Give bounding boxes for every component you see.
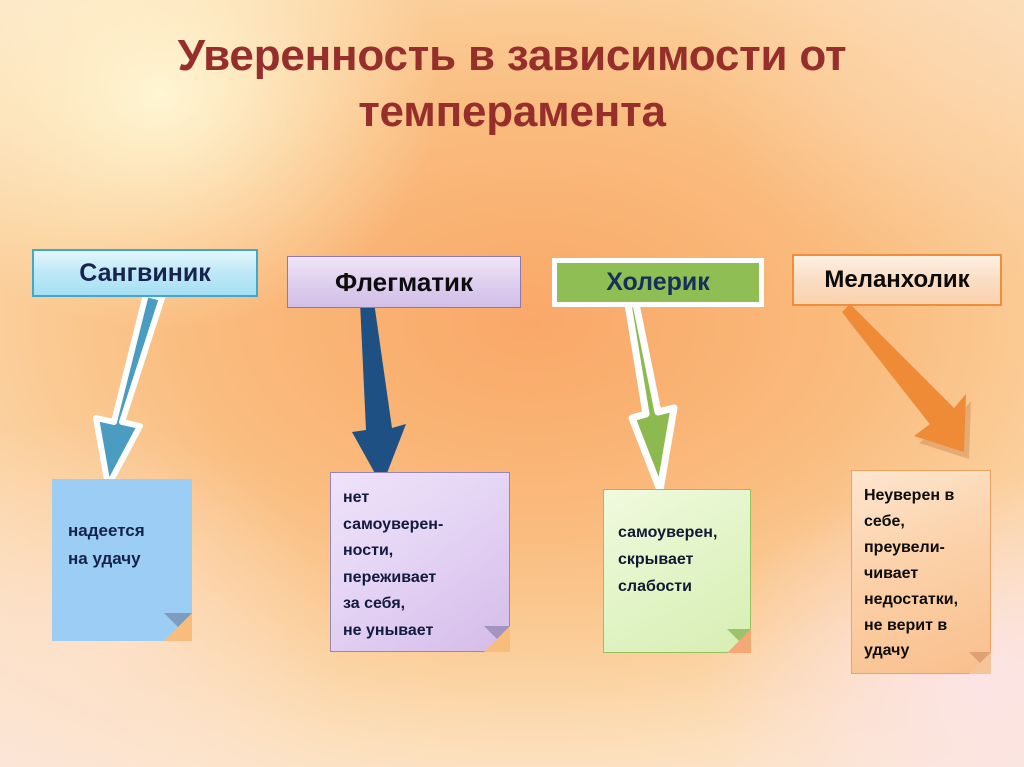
note-fold-corner-phlegmatic	[484, 626, 510, 652]
note-card-sanguine[interactable]: надеется на удачу	[52, 479, 192, 641]
note-fold-corner-sanguine	[164, 613, 192, 641]
arrow-down-phlegmatic-icon	[352, 302, 406, 486]
category-label-choleric: Холерик	[606, 268, 710, 296]
note-card-choleric[interactable]: самоуверен, скрывает слабости	[603, 489, 751, 653]
note-card-phlegmatic[interactable]: нет самоуверен- ности, переживает за себ…	[330, 472, 510, 652]
arrow-down-melancholic-icon	[842, 304, 971, 459]
note-fold-corner-melancholic	[969, 652, 991, 674]
category-box-sanguine[interactable]: Сангвиник	[32, 249, 258, 297]
slide-title: Уверенность в зависимости от темперамент…	[177, 31, 847, 137]
arrow-down-choleric-icon	[624, 300, 678, 494]
note-card-melancholic[interactable]: Неуверен в себе, преувели- чивает недост…	[851, 470, 991, 674]
category-label-sanguine: Сангвиник	[79, 258, 211, 287]
category-box-melancholic[interactable]: Меланхолик	[792, 254, 1002, 306]
note-text-phlegmatic: нет самоуверен- ности, переживает за себ…	[330, 472, 510, 652]
note-fold-corner-choleric	[727, 629, 751, 653]
arrow-down-sanguine-icon	[93, 292, 165, 489]
category-label-melancholic: Меланхолик	[824, 266, 970, 293]
category-box-phlegmatic[interactable]: Флегматик	[287, 256, 521, 308]
category-box-choleric[interactable]: Холерик	[552, 258, 764, 307]
category-label-phlegmatic: Флегматик	[334, 266, 474, 297]
note-text-melancholic: Неуверен в себе, преувели- чивает недост…	[851, 470, 991, 674]
